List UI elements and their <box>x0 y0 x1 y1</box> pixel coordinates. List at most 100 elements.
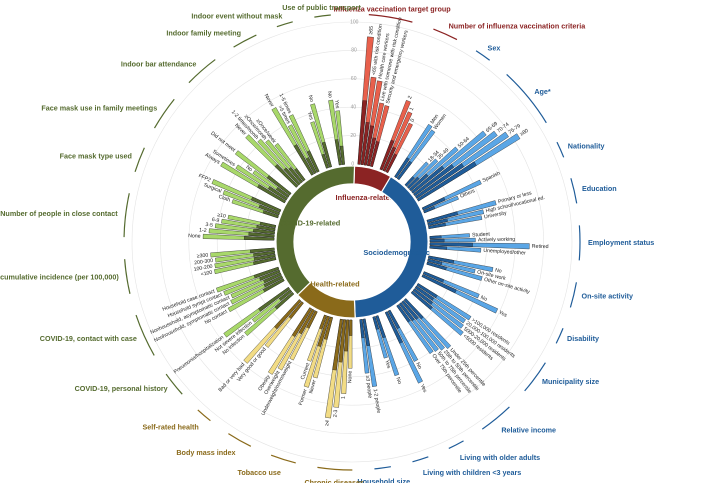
group-arc-number-of-influenza-vaccination-criteria <box>433 28 458 41</box>
bar-tobacco-use-former-inner <box>317 315 330 347</box>
group-arc-on-site-activity <box>569 282 577 308</box>
bar-covid-19-contact-with-case-household-sympt-contact-inner <box>259 269 281 281</box>
category-label: 1 <box>409 106 416 111</box>
bar-sex-women-inner <box>396 160 413 181</box>
domain-segment-socio <box>353 175 429 319</box>
bar-number-of-influenza-vaccination-criteria-0-inner <box>385 153 398 173</box>
category-label: 6-9 <box>211 217 219 224</box>
bar-on-site-activity-on-site-work-inner <box>427 258 443 266</box>
category-label: No <box>394 377 402 385</box>
category-label: ≥4 <box>324 420 331 427</box>
group-label-number-of-influenza-vaccination-criteria: Number of influenza vaccination criteria <box>449 22 587 31</box>
group-label-on-site-activity: On-site activity <box>582 292 634 301</box>
ring-center <box>294 184 410 300</box>
bar-tobacco-use-never-inner <box>323 316 333 340</box>
category-label: 2 <box>407 95 414 100</box>
category-label: No <box>307 95 315 103</box>
group-label-relative-income: Relative income <box>501 426 556 435</box>
category-label: ≥300 <box>196 253 208 260</box>
group-arc-tobacco-use <box>270 454 296 464</box>
bar-employment-status-actively-working-inner <box>429 238 445 243</box>
group-label-indoor-event-without-mask: Indoor event without mask <box>191 11 282 20</box>
group-label-tobacco-use: Tobacco use <box>238 468 281 477</box>
bar-influenza-vaccination-target-group-65-with-risk-condition-inner <box>360 122 370 166</box>
bar-face-mask-use-in-family-meetings-always-inner <box>257 184 286 204</box>
group-arcs-layer <box>123 14 581 471</box>
category-label: Never <box>263 93 275 108</box>
group-arc-relative-income <box>481 406 510 430</box>
domain-label-health: Health-related <box>310 280 360 289</box>
category-label: Former <box>298 388 309 406</box>
bar-face-mask-use-in-family-meetings-did-not-meet-inner <box>266 175 292 196</box>
category-label: ≥80 <box>519 128 530 138</box>
bar-number-of-influenza-vaccination-criteria-2-inner <box>379 139 395 171</box>
bar-covid-19-personal-history-no-infection-inner <box>274 291 295 310</box>
group-label-household-size: Household size <box>357 477 410 483</box>
category-label: 100-200 <box>193 264 213 273</box>
grid-circle-80 <box>160 50 544 434</box>
category-label: Men <box>430 113 441 125</box>
group-label-face-mask-use-in-family-meetings: Face mask use in family meetings <box>41 104 157 113</box>
bar-covid-19-provincial-7-day-cumulative-incidence-per-100-000-200-300-inner <box>253 250 276 257</box>
bar-covid-19-contact-with-case-no-contact-inner <box>262 278 285 293</box>
radial-tick-label: 60 <box>351 76 357 82</box>
category-label: ≥65 <box>368 26 375 35</box>
category-label: University <box>484 210 508 220</box>
bar-body-mass-index-overweight-inner <box>298 308 315 335</box>
category-label: Yes <box>419 383 428 394</box>
bar-body-mass-index-underweight-normoweight-inner <box>306 310 318 329</box>
bar-education-university-inner <box>428 222 446 229</box>
bar-tobacco-use-current-inner <box>319 314 327 330</box>
bar-relative-income-50th-to-75th-percentile-inner <box>398 302 415 322</box>
category-label: Yes <box>306 111 314 121</box>
group-arc-use-of-public-transport <box>314 14 331 18</box>
category-label: Yes <box>498 310 509 319</box>
bar-municipality-size-5000-residents-inner <box>410 290 433 310</box>
group-arc-living-with-older-adults <box>448 440 464 449</box>
bar-covid-19-provincial-7-day-cumulative-incidence-per-100-000-100-inner <box>253 257 277 266</box>
category-label: 1-2 <box>199 227 207 234</box>
bar-living-with-children-3-years-no-inner <box>375 315 386 339</box>
radial-tick-label: 20 <box>350 133 356 139</box>
bar-employment-status-retired-inner <box>429 242 473 247</box>
group-label-covid-19-personal-history: COVID-19, personal history <box>75 384 168 393</box>
group-arc-self-rated-health <box>197 409 211 422</box>
group-arc-age <box>506 74 547 124</box>
grid-circle-60 <box>188 78 516 406</box>
bar-face-mask-type-used-cloth-inner <box>262 210 279 219</box>
category-label: <100 <box>200 270 213 278</box>
group-arc-disability <box>555 328 564 344</box>
group-arc-covid-19-personal-history <box>165 373 183 395</box>
group-label-use-of-public-transport: Use of public transport <box>282 3 361 12</box>
group-arc-face-mask-use-in-family-meetings <box>153 98 175 129</box>
group-label-face-mask-type-used: Face mask type used <box>60 152 132 161</box>
group-label-chronic-diseases: Chronic diseases <box>304 478 364 483</box>
domain-label-covid: COVID-19-related <box>280 218 341 227</box>
category-label: Spanish <box>482 171 502 184</box>
group-label-indoor-family-meeting: Indoor family meeting <box>166 29 241 38</box>
group-label-sex: Sex <box>488 44 501 53</box>
bar-face-mask-type-used-ffp2-inner <box>250 196 282 213</box>
group-label-nationality: Nationality <box>568 141 605 150</box>
bar-living-with-children-3-years-yes-inner <box>372 316 380 330</box>
bar-relative-income-over-75th-percentile-inner <box>396 304 411 323</box>
category-label: 200-300 <box>194 258 214 266</box>
category-label: None <box>188 233 201 239</box>
bar-use-of-public-transport-no-inner <box>334 139 342 166</box>
bar-relative-income-under-25th-percentile-inner <box>403 298 424 320</box>
bar-number-of-people-in-close-contact-none-inner <box>244 236 275 241</box>
bar-face-mask-use-in-family-meetings-no-inner <box>275 187 290 198</box>
category-label: Never <box>308 379 317 394</box>
bar-indoor-family-meeting-1-5-times-inner <box>306 150 320 173</box>
bar-covid-19-provincial-7-day-cumulative-incidence-per-100-000-300-inner <box>249 247 275 254</box>
category-label: No <box>244 164 253 173</box>
category-label: 1 <box>341 396 347 399</box>
group-label-disability: Disability <box>567 334 599 343</box>
group-label-indoor-bar-attendance: Indoor bar attendance <box>121 59 196 68</box>
group-labels-layer: Influenza vaccination target groupNumber… <box>0 3 654 483</box>
bar-age-35-49-inner <box>406 176 420 189</box>
group-arc-municipality-size <box>524 362 546 392</box>
category-label: 1-2 people <box>372 388 382 413</box>
bar-chronic-diseases-2-3-inner <box>338 319 346 363</box>
bar-indoor-family-meeting-5-times-inner <box>305 157 317 174</box>
